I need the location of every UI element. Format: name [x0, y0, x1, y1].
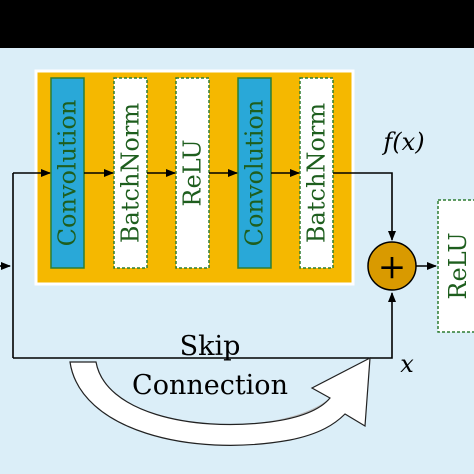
skip-label: Skip — [180, 331, 241, 362]
output-relu-block: ReLU — [437, 199, 474, 333]
block-label: BatchNorm — [303, 103, 331, 243]
block-3-relu: ReLU — [175, 77, 210, 269]
fx-label: f(x) — [381, 128, 424, 156]
block-2-batchnorm: BatchNorm — [113, 77, 148, 269]
skip-connection-curved-arrow — [69, 356, 371, 446]
block-label: Convolution — [54, 100, 82, 247]
block-1-convolution: Convolution — [50, 77, 85, 269]
adder-node: + — [367, 241, 417, 291]
block-label: BatchNorm — [117, 103, 145, 243]
top-band — [0, 0, 474, 48]
block-4-convolution: Convolution — [237, 77, 272, 269]
connection-label: Connection — [132, 370, 288, 401]
output-relu-label: ReLU — [444, 232, 472, 299]
block-label: ReLU — [179, 139, 207, 206]
x-label: x — [400, 350, 414, 378]
plus-symbol: + — [378, 247, 407, 287]
block-5-batchnorm: BatchNorm — [299, 77, 334, 269]
fx-path — [333, 172, 396, 241]
block-label: Convolution — [241, 100, 269, 247]
skip-connection-line — [13, 292, 396, 359]
